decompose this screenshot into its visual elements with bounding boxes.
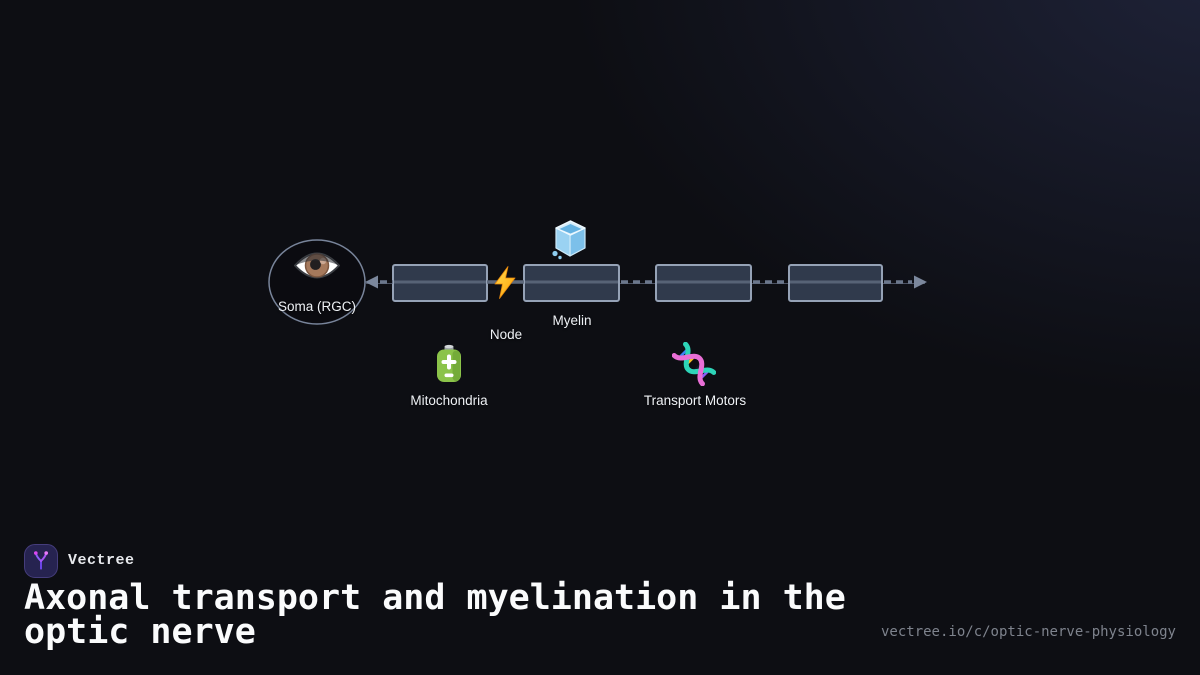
canvas-url[interactable]: vectree.io/c/optic-nerve-physiology — [880, 624, 1176, 640]
battery-icon[interactable] — [435, 344, 463, 383]
anterograde-arrowhead-icon — [914, 275, 927, 289]
retrograde-arrowhead-icon — [365, 275, 378, 289]
soma-label: Soma (RGC) — [277, 299, 357, 314]
dna-icon[interactable] — [672, 342, 716, 386]
myelin-label: Myelin — [552, 313, 592, 328]
diagram-graph — [268, 239, 927, 325]
axon-diagram: Soma (RGC) Node Myelin Mitochondria Tran… — [268, 220, 927, 408]
node-label: Node — [489, 327, 523, 342]
lightning-bolt-icon[interactable] — [492, 266, 518, 299]
eye-icon[interactable] — [294, 249, 340, 282]
page-title: Axonal transport and myelination in the … — [24, 578, 846, 652]
vectree-branch-icon — [33, 551, 49, 570]
axon-segment[interactable] — [655, 264, 752, 302]
ice-cube-icon[interactable] — [552, 220, 589, 260]
vectree-logo — [24, 544, 58, 578]
brand-name: Vectree — [68, 552, 135, 569]
axon-segment[interactable] — [788, 264, 883, 302]
mitochondria-label: Mitochondria — [410, 393, 488, 408]
transport-motors-label: Transport Motors — [643, 393, 747, 408]
